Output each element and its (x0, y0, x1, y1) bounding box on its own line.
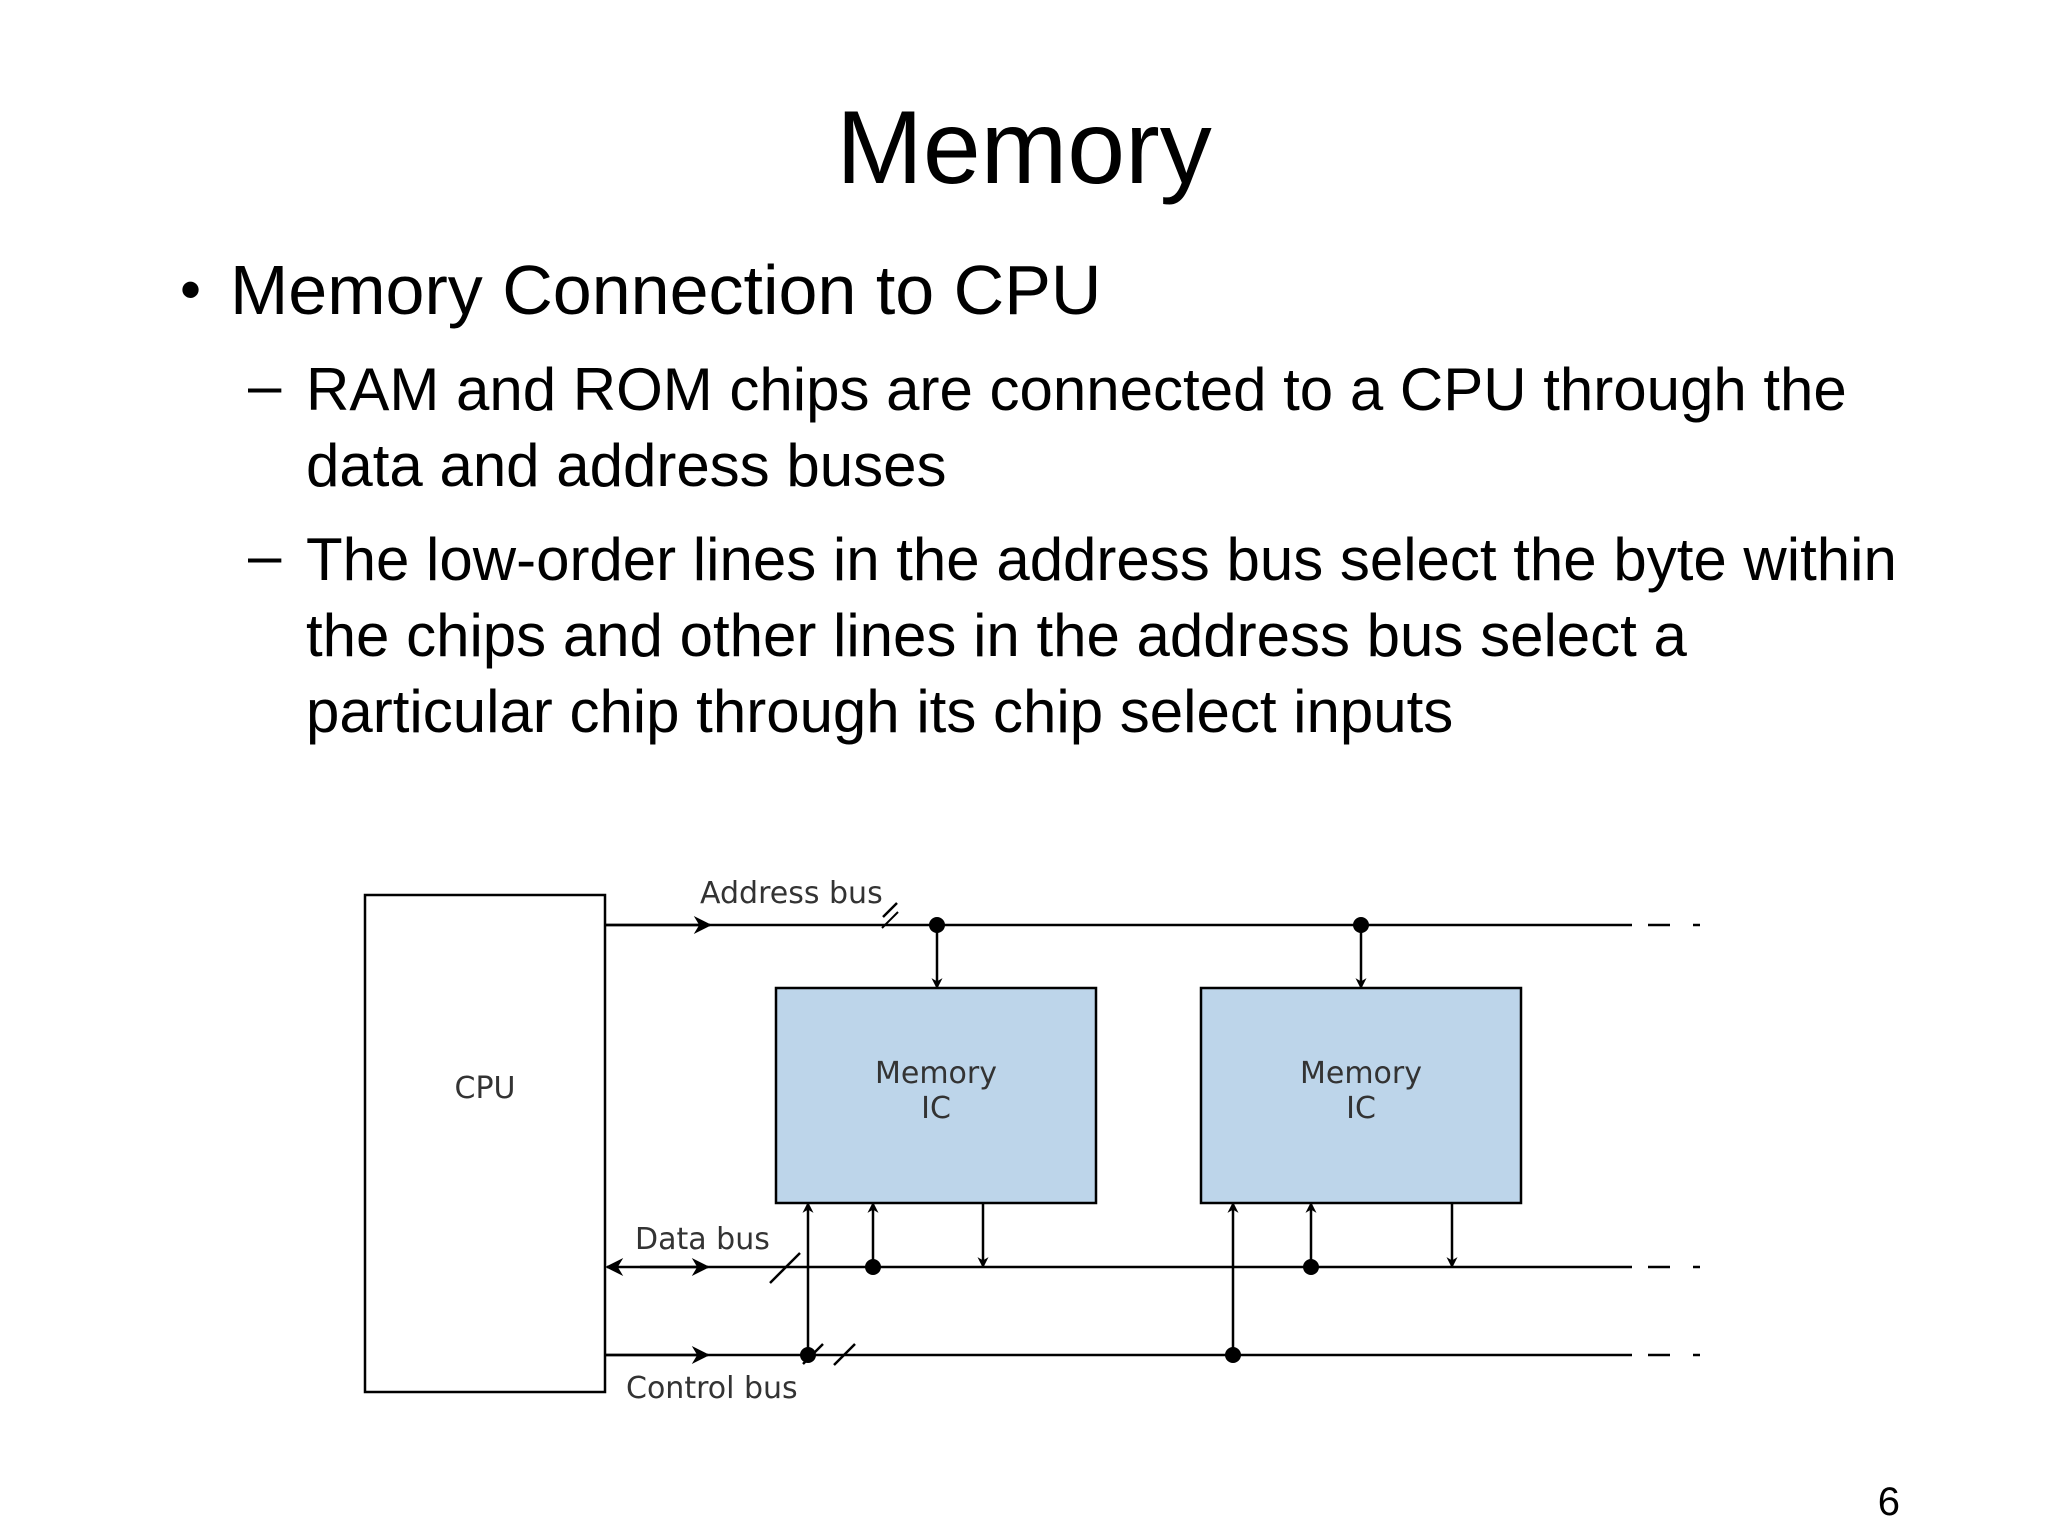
control-bus (605, 1201, 1700, 1366)
sub-bullet-item: – RAM and ROM chips are connected to a C… (170, 352, 1906, 504)
sub-bullet-text: RAM and ROM chips are connected to a CPU… (306, 356, 1847, 499)
bullet-list: • Memory Connection to CPU – RAM and ROM… (170, 250, 1930, 768)
memory-ic-block (1199, 986, 1523, 1205)
address-bus (605, 902, 1700, 990)
control-bus-junction (1225, 1347, 1241, 1363)
data-bus-junction (865, 1259, 881, 1275)
data-bus-label: Data bus (635, 1222, 770, 1257)
sub-bullet-item: – The low-order lines in the address bus… (170, 522, 1906, 750)
sub-bullet-text: The low-order lines in the address bus s… (306, 526, 1897, 745)
address-bus-junction (1353, 917, 1369, 933)
memory-ic-label: Memory (1300, 1056, 1422, 1091)
control-bus-label: Control bus (626, 1371, 798, 1406)
page-number: 6 (1877, 1480, 1900, 1524)
bullet-item: • Memory Connection to CPU (170, 250, 1930, 330)
data-bus (605, 1201, 1700, 1284)
control-bus-junction (800, 1347, 816, 1363)
bullet-text: Memory Connection to CPU (230, 251, 1102, 329)
sub-bullet-list: – RAM and ROM chips are connected to a C… (170, 352, 1930, 750)
memory-ic-label: Memory (875, 1056, 997, 1091)
data-bus-junction (1303, 1259, 1319, 1275)
address-bus-junction (929, 917, 945, 933)
slide-title: Memory (836, 90, 1212, 206)
cpu-label: CPU (455, 1071, 516, 1106)
address-bus-label: Address bus (700, 876, 883, 911)
memory-ic-label: IC (921, 1091, 951, 1126)
cpu-block (363, 893, 607, 1394)
memory-ic-label: IC (1346, 1091, 1376, 1126)
dash-icon: – (248, 352, 282, 419)
bullet-dot-icon: • (180, 256, 202, 323)
dash-icon: – (248, 522, 282, 589)
memory-ic-block (774, 986, 1098, 1205)
